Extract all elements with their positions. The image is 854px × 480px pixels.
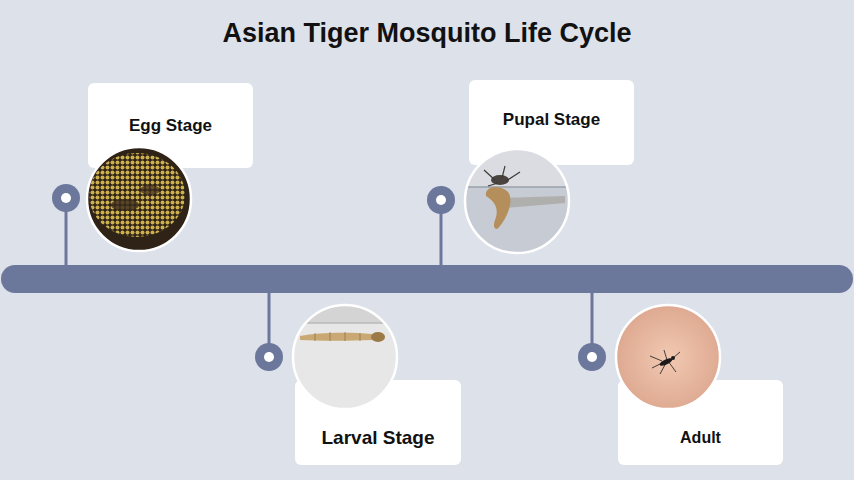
stage-card: Pupal Stage: [469, 80, 634, 165]
stage-label: Egg Stage: [129, 116, 212, 136]
stage-label: Pupal Stage: [503, 110, 600, 130]
timeline-bar: [1, 265, 853, 293]
stage-label: Adult: [680, 429, 721, 447]
stage-label: Larval Stage: [322, 427, 435, 449]
diagram-title: Asian Tiger Mosquito Life Cycle: [0, 18, 854, 49]
